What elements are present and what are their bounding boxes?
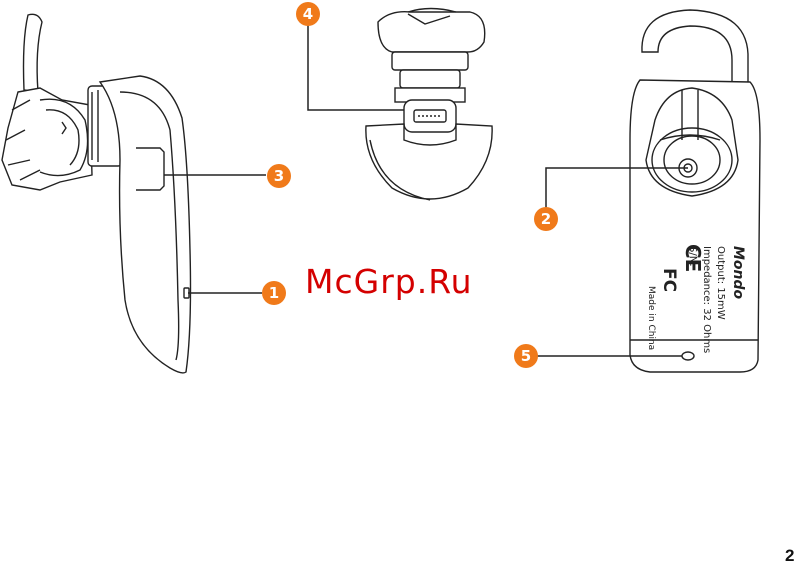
watermark: McGrp.Ru [305,262,473,301]
ce-mark-group: CE [681,244,705,272]
ce-mark: CE [681,244,705,272]
callout-4-number: 4 [303,5,313,23]
headset-side-view [2,14,191,373]
brand-text: Mondo [730,246,746,300]
callout-1-number: 1 [269,284,279,302]
callout-5: 5 [514,344,538,368]
headset-bottom-view [366,9,492,201]
callout-1: 1 [262,281,286,305]
callout-2: 2 [534,207,558,231]
callout-2-number: 2 [541,210,551,228]
callout-3: 3 [267,164,291,188]
fcc-mark: FC [659,268,679,292]
origin-text: Made in China [646,286,656,350]
origin-group: Made in China [646,286,656,350]
callout-3-number: 3 [274,167,284,185]
output-text: Output: 15mW [715,246,726,320]
cert-group: FC [659,268,679,292]
callout-5-number: 5 [521,347,531,365]
page-number: 2 [785,546,794,566]
callout-4: 4 [296,2,320,26]
